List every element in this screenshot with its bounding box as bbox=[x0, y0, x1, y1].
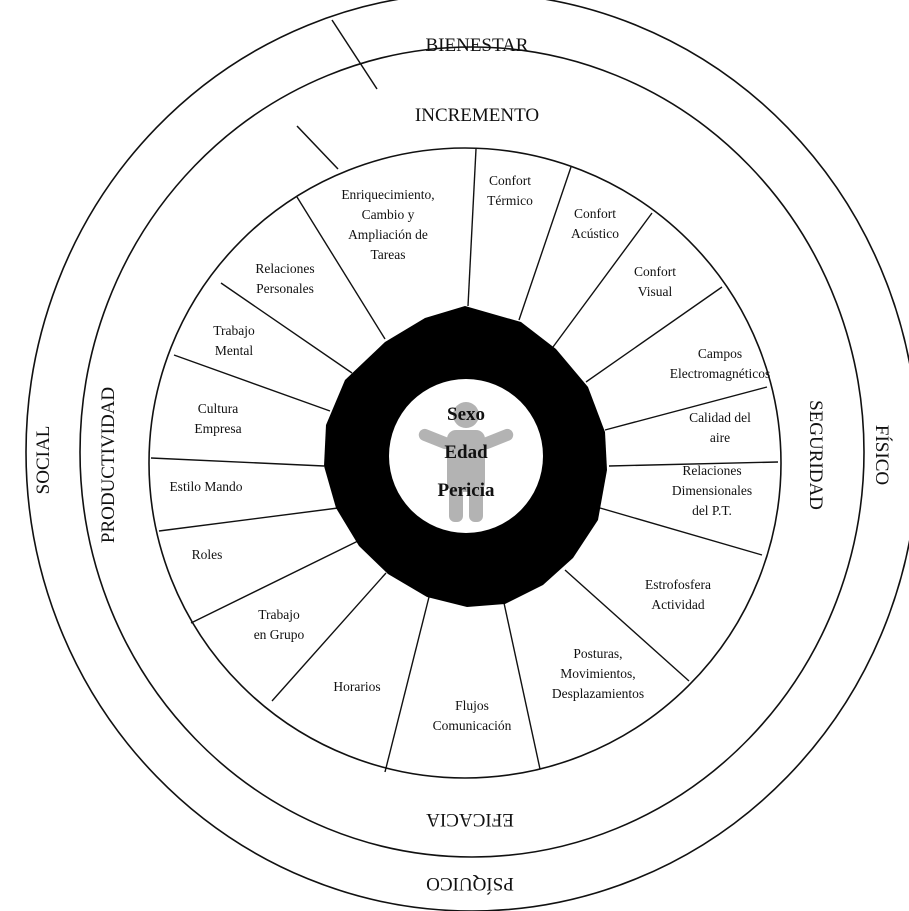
segment-label: Confort bbox=[574, 206, 616, 221]
center-label-age: Edad bbox=[444, 442, 488, 463]
segment-label: Confort bbox=[634, 264, 676, 279]
segment-divider bbox=[384, 596, 430, 773]
segment-divider bbox=[503, 602, 541, 770]
middle-ring-divider bbox=[296, 125, 339, 170]
segment-divider bbox=[604, 386, 768, 431]
segment-label: Enriquecimiento, bbox=[341, 187, 434, 202]
middle-label-left: PRODUCTIVIDAD bbox=[98, 387, 119, 543]
segment-label: Dimensionales bbox=[672, 483, 752, 498]
segment-label: Cambio y bbox=[362, 207, 415, 222]
segment-divider bbox=[599, 507, 763, 556]
middle-label-top: INCREMENTO bbox=[415, 105, 539, 126]
segment-label: Flujos bbox=[455, 698, 489, 713]
segment-label: Trabajo bbox=[213, 323, 255, 338]
segment-label: Desplazamientos bbox=[552, 686, 644, 701]
segment-label: Empresa bbox=[194, 421, 241, 436]
segment-divider bbox=[467, 148, 477, 307]
segment-label: Térmico bbox=[487, 193, 533, 208]
center-label-sex: Sexo bbox=[447, 404, 485, 425]
segment-divider bbox=[220, 282, 353, 374]
outer-label-bottom: PSÍQUICO bbox=[426, 873, 514, 895]
segment-divider bbox=[608, 461, 779, 467]
person-icon bbox=[418, 402, 514, 522]
segment-dividers bbox=[150, 148, 779, 773]
segment-label: Acústico bbox=[571, 226, 619, 241]
middle-label-right: SEGURIDAD bbox=[805, 400, 826, 510]
segment-label: Campos bbox=[698, 346, 742, 361]
segment-divider bbox=[150, 457, 325, 467]
segment-label: Roles bbox=[192, 547, 223, 562]
outer-label-top: BIENESTAR bbox=[426, 35, 529, 56]
outer-label-left: SOCIAL bbox=[33, 426, 54, 495]
segment-label: Electromagnéticos bbox=[670, 366, 770, 381]
segment-label: Confort bbox=[489, 173, 531, 188]
segment-label: Estrofosfera bbox=[645, 577, 711, 592]
center-label-expertise: Pericia bbox=[438, 480, 495, 501]
segment-label: Posturas, bbox=[573, 646, 622, 661]
outer-label-right: FÍSICO bbox=[871, 425, 893, 485]
outer-ring-divider bbox=[331, 19, 378, 90]
segment-label: Visual bbox=[638, 284, 673, 299]
segment-label: Ampliación de bbox=[348, 227, 428, 242]
segment-label: Movimientos, bbox=[560, 666, 635, 681]
segment-label: Mental bbox=[215, 343, 253, 358]
segment-label: en Grupo bbox=[254, 627, 305, 642]
segment-label: Tareas bbox=[370, 247, 405, 262]
middle-label-bottom: EFICACIA bbox=[426, 809, 514, 830]
segment-divider bbox=[296, 196, 386, 340]
middle-ring bbox=[79, 46, 865, 858]
segment-divider bbox=[552, 212, 653, 348]
segment-label: Comunicación bbox=[433, 718, 512, 733]
inner-ring bbox=[148, 147, 782, 779]
segment-label: Trabajo bbox=[258, 607, 300, 622]
segment-label: Horarios bbox=[333, 679, 380, 694]
segment-divider bbox=[173, 354, 331, 412]
segment-label: del P.T. bbox=[692, 503, 732, 518]
segment-label: Calidad del bbox=[689, 410, 751, 425]
segment-divider bbox=[271, 572, 387, 702]
segment-label: Relaciones bbox=[255, 261, 314, 276]
segment-divider bbox=[564, 569, 690, 682]
segment-label: Actividad bbox=[651, 597, 704, 612]
segment-label: Estilo Mando bbox=[169, 479, 242, 494]
segment-label: Cultura bbox=[198, 401, 239, 416]
segment-label: Personales bbox=[256, 281, 314, 296]
segment-label: aire bbox=[710, 430, 730, 445]
segment-divider bbox=[518, 166, 572, 321]
segment-labels: ConfortTérmicoConfortAcústicoConfortVisu… bbox=[169, 173, 770, 733]
segment-divider bbox=[158, 507, 339, 532]
segment-divider bbox=[585, 286, 723, 383]
segment-label: Relaciones bbox=[682, 463, 741, 478]
outer-ring bbox=[25, 0, 909, 911]
segment-divider bbox=[190, 540, 359, 624]
